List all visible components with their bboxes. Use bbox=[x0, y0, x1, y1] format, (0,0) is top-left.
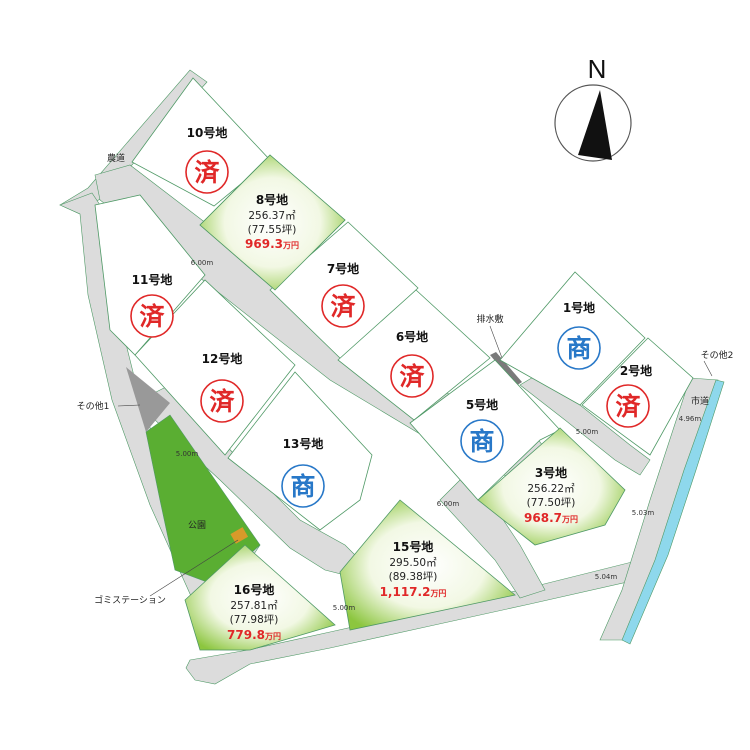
lot-6-sold-stamp: 済 bbox=[390, 354, 434, 398]
lot-3-label: 3号地 bbox=[535, 465, 567, 480]
lot-8-fill bbox=[199, 154, 346, 291]
lot-12-sold-stamp: 済 bbox=[200, 379, 244, 423]
other2-leader bbox=[703, 360, 713, 377]
lot-13-label: 13号地 bbox=[283, 436, 324, 451]
lot-2-label: 2号地 bbox=[620, 363, 652, 378]
lot-3-price: 968.7 bbox=[524, 511, 562, 525]
garbage-label: ゴミステーション bbox=[94, 594, 166, 606]
lot-15-fill bbox=[339, 499, 516, 631]
road-width-2: 5.00m bbox=[176, 450, 199, 458]
lot-15-price: 1,117.2 bbox=[380, 585, 431, 599]
lot-3-fill bbox=[477, 427, 626, 546]
lot-15-tsubo: (89.38坪) bbox=[389, 570, 438, 583]
lot-13-stamp-text: 商 bbox=[290, 472, 315, 501]
lot-5-label: 5号地 bbox=[466, 397, 498, 412]
compass-north-label: N bbox=[588, 54, 607, 84]
lot-16-unit: 万円 bbox=[264, 632, 281, 641]
north-compass: N bbox=[554, 54, 632, 162]
lot-3-tsubo: (77.50坪) bbox=[527, 496, 576, 509]
lot-10-sold-stamp: 済 bbox=[185, 150, 229, 194]
canal bbox=[621, 379, 725, 645]
lot-5-stamp-text: 商 bbox=[469, 427, 494, 456]
road-width-3: 6.00m bbox=[437, 500, 460, 508]
other1-leader bbox=[117, 404, 141, 407]
garbage-leader bbox=[149, 539, 239, 597]
city-road-label: 市道 bbox=[691, 395, 709, 407]
drain-strip bbox=[490, 352, 522, 386]
lot-1-label: 1号地 bbox=[563, 300, 595, 315]
lot-7-label: 7号地 bbox=[327, 261, 359, 276]
lot-8-price-line: 969.3万円 bbox=[245, 237, 299, 251]
other1-plot bbox=[126, 367, 170, 432]
other1-label: その他1 bbox=[77, 400, 110, 412]
lot-16-price-line: 779.8万円 bbox=[227, 628, 281, 642]
lot-8-price: 969.3 bbox=[245, 237, 283, 251]
drain-label: 排水敷 bbox=[476, 313, 503, 325]
lot-12-label: 12号地 bbox=[202, 351, 243, 366]
lot-3-area: 256.22㎡ bbox=[527, 483, 575, 495]
lot-16-label: 16号地 bbox=[234, 582, 275, 597]
lot-2-stamp-text: 済 bbox=[615, 392, 641, 421]
lot-6-stamp-text: 済 bbox=[399, 362, 425, 391]
lot-3-unit: 万円 bbox=[561, 515, 578, 524]
lot-7-stamp-text: 済 bbox=[330, 292, 356, 321]
lot-15-unit: 万円 bbox=[429, 589, 446, 598]
lot-16-area: 257.81㎡ bbox=[230, 600, 278, 612]
lot-11-stamp-text: 済 bbox=[139, 302, 165, 331]
lot-6-label: 6号地 bbox=[396, 329, 428, 344]
lot-15-price-line: 1,117.2万円 bbox=[380, 585, 447, 599]
road-width-5: 5.00m bbox=[333, 604, 356, 612]
farm-road-label: 農道 bbox=[107, 152, 125, 164]
lot-1-commercial-stamp: 商 bbox=[557, 326, 601, 370]
park-label: 公園 bbox=[188, 520, 206, 531]
lot-8-unit: 万円 bbox=[282, 241, 299, 250]
compass-arrow-icon bbox=[578, 90, 612, 160]
lot-15-label: 15号地 bbox=[393, 539, 434, 554]
lot-11-sold-stamp: 済 bbox=[130, 294, 174, 338]
lot-16-fill bbox=[184, 544, 336, 651]
lot-13-commercial-stamp: 商 bbox=[281, 464, 325, 508]
lot-2-sold-stamp: 済 bbox=[606, 384, 650, 428]
lot-7-sold-stamp: 済 bbox=[321, 284, 365, 328]
lot-13-shape bbox=[227, 371, 373, 531]
drain-leader bbox=[489, 325, 503, 359]
lot-15-area: 295.50㎡ bbox=[389, 557, 437, 569]
lot-12-shape bbox=[134, 279, 296, 456]
other2-label: その他2 bbox=[701, 349, 734, 361]
lot-10-stamp-text: 済 bbox=[194, 158, 220, 187]
lot-8-area: 256.37㎡ bbox=[248, 210, 296, 222]
road-width-6: 4.96m bbox=[679, 415, 702, 423]
lot-16-tsubo: (77.98坪) bbox=[230, 613, 279, 626]
lots-available bbox=[184, 154, 626, 651]
lot-16-price: 779.8 bbox=[227, 628, 265, 642]
lot-11-label: 11号地 bbox=[132, 272, 173, 287]
lot-8-tsubo: (77.55坪) bbox=[248, 223, 297, 236]
lot-3-price-line: 968.7万円 bbox=[524, 511, 578, 525]
lot-1-stamp-text: 商 bbox=[566, 334, 591, 363]
lot-12-stamp-text: 済 bbox=[209, 387, 235, 416]
garbage-station bbox=[230, 527, 249, 544]
lot-5-commercial-stamp: 商 bbox=[460, 419, 504, 463]
lot-8-label: 8号地 bbox=[256, 192, 288, 207]
road-width-8: 5.04m bbox=[595, 573, 618, 581]
road-width-4: 5.00m bbox=[576, 428, 599, 436]
road-width-7: 5.03m bbox=[632, 509, 655, 517]
lot-10-label: 10号地 bbox=[187, 125, 228, 140]
road-width-1: 6.00m bbox=[191, 259, 214, 267]
